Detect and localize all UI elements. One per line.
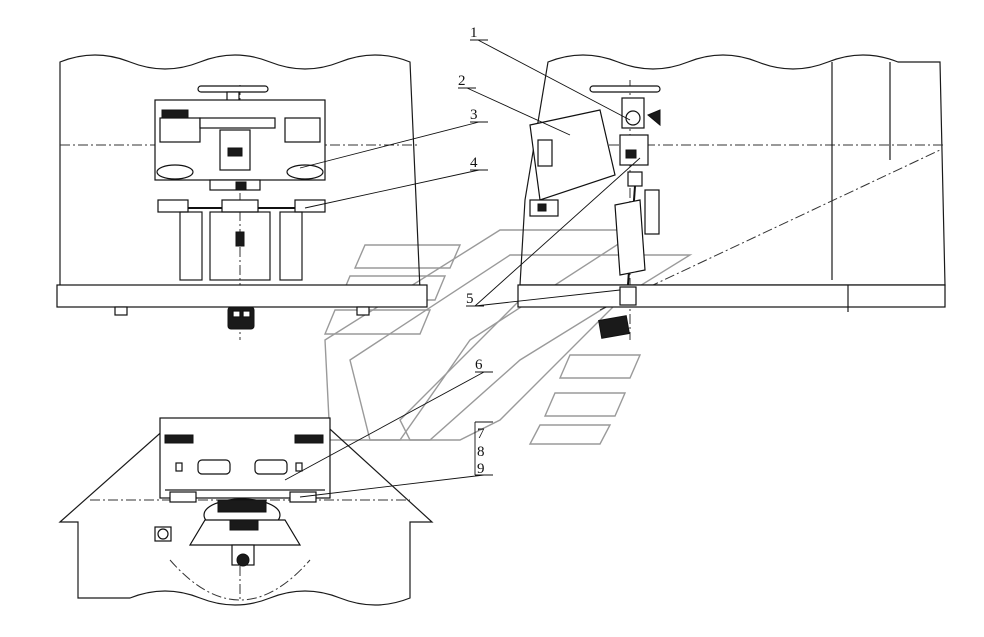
callout-8: 8	[477, 444, 485, 460]
top-view	[58, 417, 434, 606]
callout-3: 3	[470, 107, 478, 123]
side-view	[517, 54, 946, 340]
callout-6: 6	[475, 357, 483, 373]
callout-5: 5	[466, 291, 474, 307]
callout-7: 7	[477, 426, 485, 442]
leader-lines	[284, 39, 641, 498]
callout-4: 4	[470, 155, 478, 171]
front-view	[56, 54, 428, 340]
callout-1: 1	[470, 25, 478, 41]
callout-9: 9	[477, 461, 485, 477]
callout-2: 2	[458, 73, 466, 89]
